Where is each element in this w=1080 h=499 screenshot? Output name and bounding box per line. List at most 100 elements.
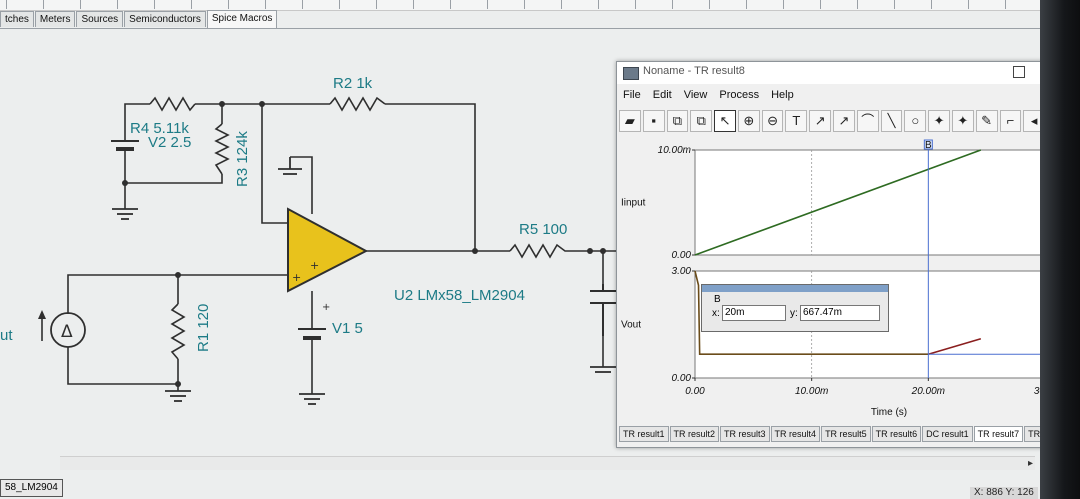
- plus-sign: +: [322, 302, 330, 313]
- ruler-tick: [413, 0, 414, 9]
- junction-dot: [600, 248, 606, 254]
- label-v1: V1 5: [332, 320, 363, 337]
- plus-sign: +: [292, 271, 301, 284]
- result-window[interactable]: Noname - TR result8 File Edit View Proce…: [616, 61, 1048, 448]
- maximize-icon[interactable]: [1013, 66, 1025, 78]
- menu-file[interactable]: File: [623, 89, 641, 101]
- open-icon[interactable]: ▰: [619, 110, 641, 132]
- resistor-r5[interactable]: [509, 243, 575, 259]
- menu-process[interactable]: Process: [719, 89, 760, 101]
- tab-semiconductors[interactable]: Semiconductors: [124, 11, 206, 27]
- junction-dot: [472, 248, 478, 254]
- ruler-tick: [709, 0, 710, 9]
- ruler-tick: [43, 0, 44, 9]
- pen-icon[interactable]: ✎: [975, 110, 998, 132]
- junction-dot: [175, 381, 181, 387]
- wire: [261, 104, 288, 224]
- result-tab[interactable]: TR result3: [720, 426, 770, 442]
- ruler-tick: [117, 0, 118, 9]
- horizontal-scrollbar[interactable]: ▸: [60, 456, 1035, 470]
- cursor-x-field[interactable]: 20m: [722, 305, 786, 321]
- ruler-tick: [6, 0, 7, 9]
- scroll-right-icon[interactable]: ▸: [1027, 458, 1033, 469]
- cursor-x-label: x:: [712, 308, 720, 319]
- zoom-out-icon[interactable]: ⊖: [761, 110, 784, 132]
- menu-help[interactable]: Help: [771, 89, 794, 101]
- menu-view[interactable]: View: [683, 89, 708, 101]
- ruler-tick: [746, 0, 747, 9]
- ruler-tick: [857, 0, 858, 9]
- resistor-r3[interactable]: [214, 123, 230, 175]
- wire: [124, 164, 223, 184]
- text-icon[interactable]: T: [785, 110, 808, 132]
- ruler-tick: [80, 0, 81, 9]
- resistor-r1[interactable]: [170, 303, 186, 360]
- opamp-u2[interactable]: + +: [287, 207, 369, 293]
- result-tab[interactable]: TR result4: [770, 426, 821, 442]
- y-axis-label: Vout: [621, 320, 641, 331]
- cursor-y-field[interactable]: 667.47m: [800, 305, 880, 321]
- label-r1: R1 120: [195, 304, 212, 352]
- result-tab[interactable]: TR result7: [973, 426, 1024, 442]
- panel-title-strip[interactable]: [702, 285, 888, 292]
- battery-v1[interactable]: [298, 321, 326, 349]
- battery-v2[interactable]: [111, 109, 139, 164]
- capacitor[interactable]: [590, 284, 616, 336]
- tab-sources[interactable]: Sources: [76, 11, 124, 27]
- ruler-tick: [894, 0, 895, 9]
- current-source[interactable]: Δ: [38, 310, 86, 348]
- plus-sign: +: [310, 259, 319, 272]
- result-tab[interactable]: TR result5: [821, 426, 871, 442]
- menu-edit[interactable]: Edit: [652, 89, 672, 101]
- x-tick-label: 20.00m: [911, 386, 945, 397]
- ruler-tick: [968, 0, 969, 9]
- result-tab[interactable]: TR result2: [669, 426, 720, 442]
- result-tab[interactable]: TR result1: [619, 426, 669, 442]
- schematic-canvas[interactable]: Δ + + + R2 1k R4 5.11k V2 2.5 R3 124k R5…: [0, 29, 620, 469]
- pointer-icon[interactable]: ↖: [714, 110, 736, 132]
- curve-icon[interactable]: ⌒: [856, 110, 879, 132]
- circle-icon[interactable]: ○: [904, 110, 927, 132]
- zoom-in-icon[interactable]: ⊕: [737, 110, 760, 132]
- ruler-tick: [376, 0, 377, 9]
- marker-icon[interactable]: ✦: [928, 110, 950, 132]
- title-bar[interactable]: Noname - TR result8: [617, 62, 1048, 84]
- ruler-tick: [820, 0, 821, 9]
- cursor-handle[interactable]: [923, 139, 933, 150]
- arrow-left-icon[interactable]: ◂: [1023, 110, 1046, 132]
- ruler-tick: [302, 0, 303, 9]
- curve-icon[interactable]: ↗: [833, 110, 855, 132]
- result-tab[interactable]: TR result6: [871, 426, 922, 442]
- plot-frame[interactable]: [694, 149, 1046, 256]
- x-tick-label: 10.00m: [795, 386, 828, 397]
- wire: [124, 103, 150, 109]
- y-tick-label: 0.00: [672, 250, 692, 261]
- paste-icon[interactable]: ⧉: [690, 110, 713, 132]
- wire: [67, 347, 178, 385]
- line-icon[interactable]: ╲: [880, 110, 903, 132]
- junction-dot: [587, 248, 593, 254]
- x-tick-label: 30: [1034, 386, 1046, 397]
- curve-icon[interactable]: ↗: [809, 110, 832, 132]
- y-tick-label: 0.00: [672, 373, 692, 384]
- tab-spice-macros[interactable]: Spice Macros: [206, 10, 278, 28]
- app-icon: [623, 67, 639, 80]
- window-title: Noname - TR result8: [643, 65, 745, 77]
- status-tab[interactable]: 58_LM2904: [0, 479, 63, 497]
- result-tab[interactable]: DC result1: [922, 426, 973, 442]
- resistor-r4[interactable]: [149, 96, 196, 112]
- flag-icon[interactable]: ⌐: [999, 110, 1022, 132]
- copy-icon[interactable]: ⧉: [666, 110, 689, 132]
- resistor-r2[interactable]: [329, 96, 386, 112]
- save-icon[interactable]: ▪: [642, 110, 665, 132]
- ruler-tick: [598, 0, 599, 9]
- ruler-tick: [191, 0, 192, 9]
- cursor-readout-panel[interactable]: B x: 20m y: 667.47m: [701, 284, 889, 332]
- label-r2: R2 1k: [333, 75, 373, 92]
- toolbar: ▰▪⧉⧉↖⊕⊖T↗↗⌒╲○✦✦✎⌐◂: [619, 110, 1047, 134]
- result-tab[interactable]: TR: [1024, 426, 1045, 442]
- tab-switches[interactable]: tches: [0, 11, 34, 27]
- marker-icon[interactable]: ✦: [951, 110, 974, 132]
- tab-meters[interactable]: Meters: [34, 11, 76, 27]
